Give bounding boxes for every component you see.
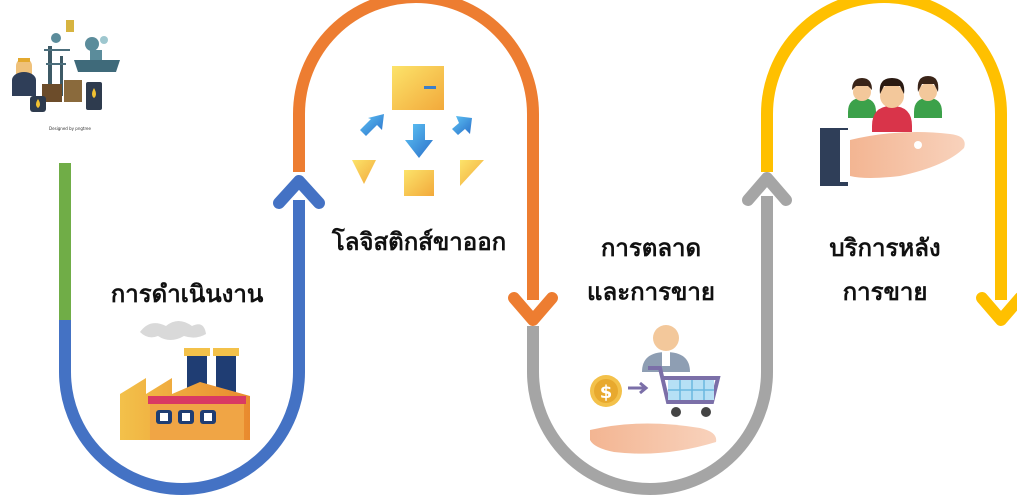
service-flow-line (761, 0, 1007, 300)
shopping-cart-payment-icon: $ (590, 325, 721, 454)
marketing-flow-line (527, 196, 773, 495)
marketing-label-line1: การตลาด (601, 234, 701, 262)
marketing-arrowhead (742, 172, 792, 206)
svg-text:$: $ (600, 382, 613, 403)
service-label-line2: การขาย (843, 278, 928, 306)
service-label-line1: บริการหลัง (829, 234, 940, 262)
customers-in-hand-icon (820, 76, 965, 186)
distribution-boxes-icon (352, 66, 484, 196)
outbound-arrowhead (508, 292, 558, 326)
service-arrowhead (976, 292, 1017, 326)
factory-icon (120, 321, 250, 440)
icon-credit: Designed by pngtree (49, 126, 91, 131)
marketing-label-line2: และการขาย (587, 278, 715, 306)
operations-arrowhead (273, 175, 325, 209)
outbound-flow-line (293, 0, 539, 300)
outbound-label: โลจิสติกส์ขาออก (331, 227, 506, 256)
oil-industry-icon: Designed by pngtree (12, 20, 126, 134)
operations-label: การดำเนินงาน (111, 280, 264, 308)
operations-flow-line (59, 200, 305, 495)
